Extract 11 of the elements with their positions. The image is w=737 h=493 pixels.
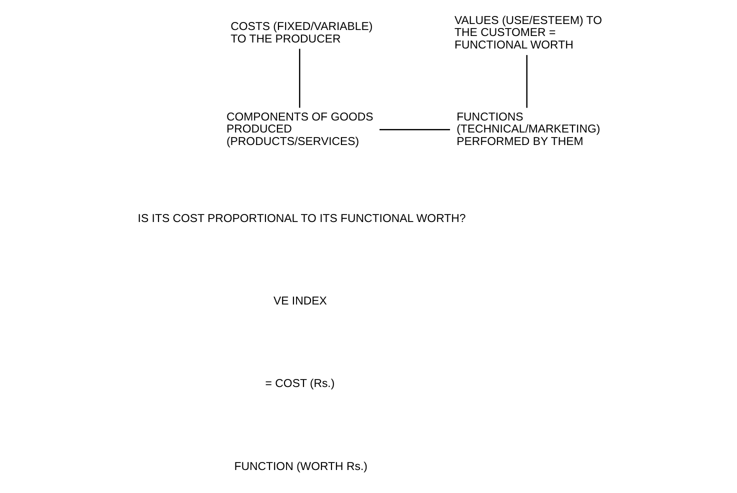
connector [299, 48, 300, 108]
label: FUNCTION (WORTH Rs.) [234, 460, 368, 473]
connector [526, 55, 528, 108]
node-text: COMPONENTS OF GOODS PRODUCED (PRODUCTS/SERVICES) [226, 111, 374, 148]
label: = COST (Rs.) [265, 378, 335, 390]
node-text: FUNCTIONS (TECHNICAL/MARKETING) PERFORMED BY THEM [456, 111, 600, 148]
label: VE INDEX [273, 296, 327, 308]
connector [380, 129, 450, 130]
node-text: VALUES (USE/ESTEEM) TO THE CUSTOMER = FUNCTIONAL WORTH [454, 14, 602, 52]
node-text: COSTS (FIXED/VARIABLE) TO THE PRODUCER [230, 21, 373, 46]
label: IS ITS COST PROPORTIONAL TO ITS FUNCTIONAL WORTH? [138, 213, 466, 226]
